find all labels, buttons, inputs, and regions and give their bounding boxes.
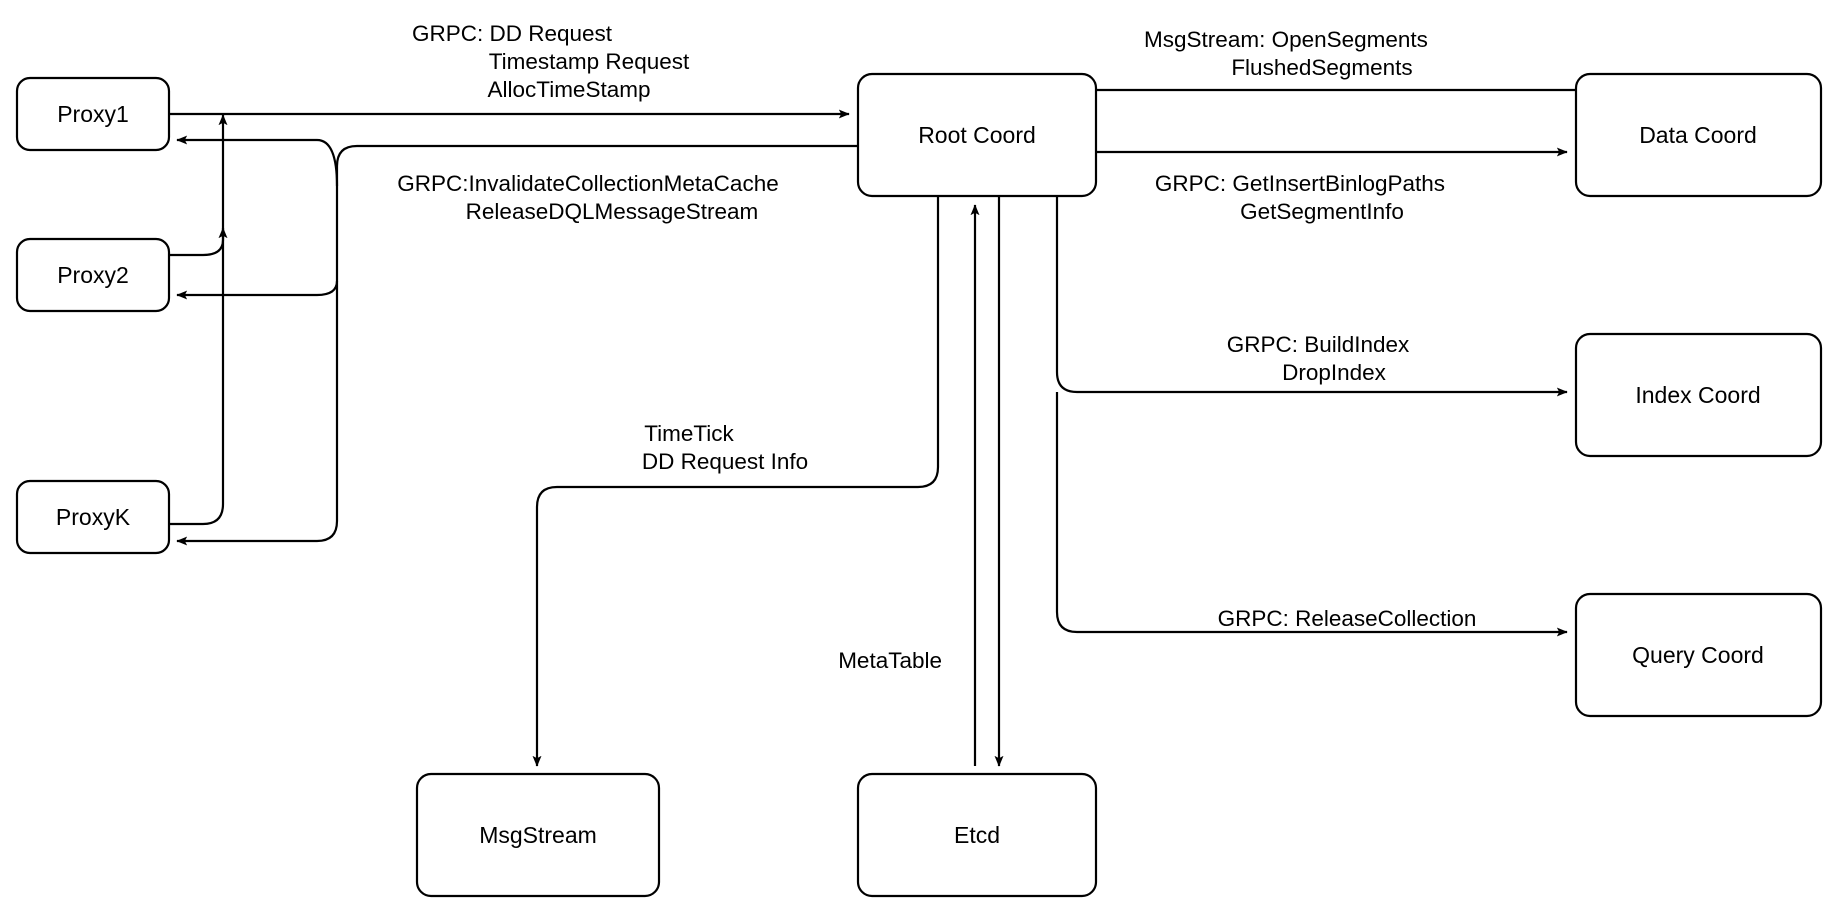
node-proxy2-label: Proxy2 bbox=[57, 262, 129, 288]
node-etcd[interactable]: Etcd bbox=[856, 772, 1098, 898]
node-etcd-box[interactable] bbox=[856, 772, 1098, 898]
node-root-coord-label: Root Coord bbox=[918, 122, 1036, 148]
node-index-coord[interactable]: Index Coord bbox=[1574, 332, 1823, 458]
edge-proxy2-to-riser bbox=[168, 227, 228, 257]
node-etcd-label: Etcd bbox=[954, 822, 1000, 848]
edge-label-root-to-query-line1: GRPC: ReleaseCollection bbox=[1218, 606, 1477, 631]
node-proxy1-box[interactable] bbox=[15, 76, 171, 152]
node-msgstream[interactable]: MsgStream bbox=[415, 772, 661, 898]
node-query-coord-box[interactable] bbox=[1574, 592, 1823, 718]
edge-label-root-to-msgstream-line1: TimeTick bbox=[644, 421, 734, 446]
node-proxy2[interactable]: Proxy2 bbox=[15, 237, 171, 313]
edge-root-coord-to-index-coord bbox=[1055, 196, 1568, 397]
node-proxy1[interactable]: Proxy1 bbox=[15, 76, 171, 152]
edge-label-data-to-root-line2: FlushedSegments bbox=[1231, 55, 1412, 80]
edge-root-coord-to-query-coord bbox=[1055, 392, 1568, 637]
edge-label-root-to-data-line2: GetSegmentInfo bbox=[1240, 199, 1404, 224]
edge-label-data-coord-to-root-coord: MsgStream: OpenSegments FlushedSegments bbox=[1144, 27, 1428, 80]
edge-label-root-to-index-line1: GRPC: BuildIndex bbox=[1227, 332, 1410, 357]
edge-label-proxy-to-root-coord: GRPC: DD Request Timestamp Request Alloc… bbox=[412, 21, 690, 102]
node-proxy1-label: Proxy1 bbox=[57, 101, 129, 127]
node-data-coord-box[interactable] bbox=[1574, 72, 1823, 198]
edge-label-root-coord-to-proxy: GRPC:InvalidateCollectionMetaCache Relea… bbox=[397, 171, 778, 224]
edge-label-root-coord-to-query-coord: GRPC: ReleaseCollection bbox=[1218, 606, 1477, 631]
edge-label-root-to-data-line1: GRPC: GetInsertBinlogPaths bbox=[1155, 171, 1445, 196]
node-query-coord-label: Query Coord bbox=[1632, 642, 1764, 668]
node-root-coord[interactable]: Root Coord bbox=[856, 72, 1098, 198]
node-query-coord[interactable]: Query Coord bbox=[1574, 592, 1823, 718]
node-root-coord-box[interactable] bbox=[856, 72, 1098, 198]
node-msgstream-label: MsgStream bbox=[479, 822, 597, 848]
edge-label-data-to-root-line1: MsgStream: OpenSegments bbox=[1144, 27, 1428, 52]
edge-label-root-coord-to-index-coord: GRPC: BuildIndex DropIndex bbox=[1227, 332, 1410, 385]
edge-label-root-coord-to-msgstream: TimeTick DD Request Info bbox=[642, 421, 808, 474]
node-data-coord[interactable]: Data Coord bbox=[1574, 72, 1823, 198]
node-proxyk[interactable]: ProxyK bbox=[15, 479, 171, 555]
edge-proxyk-to-riser bbox=[168, 114, 228, 526]
node-index-coord-box[interactable] bbox=[1574, 332, 1823, 458]
edge-root-coord-to-proxy-bus bbox=[176, 144, 858, 546]
edge-label-root-to-proxy-line1: GRPC:InvalidateCollectionMetaCache bbox=[397, 171, 778, 196]
node-proxyk-label: ProxyK bbox=[56, 504, 131, 530]
edge-root-coord-to-msgstream bbox=[532, 196, 940, 767]
node-data-coord-label: Data Coord bbox=[1639, 122, 1757, 148]
edge-root-coord-to-proxy1 bbox=[176, 135, 339, 187]
edge-root-coord-to-proxy2 bbox=[176, 280, 339, 300]
edge-label-proxy-to-root-line2: Timestamp Request bbox=[489, 49, 690, 74]
edge-label-root-to-index-line2: DropIndex bbox=[1282, 360, 1387, 385]
edge-label-root-to-proxy-line2: ReleaseDQLMessageStream bbox=[466, 199, 759, 224]
node-proxyk-box[interactable] bbox=[15, 479, 171, 555]
edge-label-root-coord-to-data-coord: GRPC: GetInsertBinlogPaths GetSegmentInf… bbox=[1155, 171, 1445, 224]
edge-label-root-to-msgstream-line2: DD Request Info bbox=[642, 449, 808, 474]
edge-label-proxy-to-root-line3: AllocTimeStamp bbox=[488, 77, 651, 102]
edge-label-root-to-etcd-line1: MetaTable bbox=[838, 648, 942, 673]
node-msgstream-box[interactable] bbox=[415, 772, 661, 898]
node-index-coord-label: Index Coord bbox=[1635, 382, 1760, 408]
edge-label-proxy-to-root-line1: GRPC: DD Request bbox=[412, 21, 613, 46]
edge-label-root-coord-to-etcd: MetaTable bbox=[838, 648, 942, 673]
node-proxy2-box[interactable] bbox=[15, 237, 171, 313]
